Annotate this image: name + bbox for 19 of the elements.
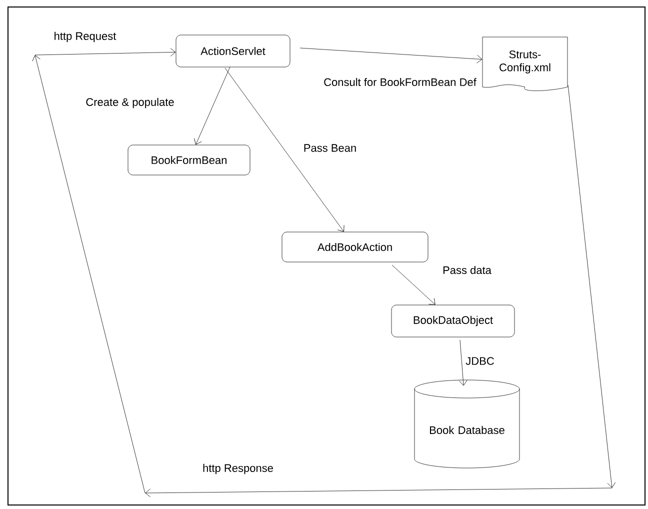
arrow [224, 68, 344, 232]
edge-label: Consult for BookFormBean Def [322, 76, 478, 88]
text-label: http Request [52, 30, 118, 44]
process-box: BookDataObject [391, 304, 515, 338]
arrow [458, 340, 468, 386]
arrow [300, 48, 482, 64]
edge-label: http Response [202, 462, 274, 476]
node-label: Book Database [430, 426, 504, 434]
edge-label: Create & populate [84, 96, 176, 110]
database-cylinder: Book Database [414, 380, 520, 468]
arrow [194, 66, 230, 145]
edge-label: JDBC [464, 356, 496, 366]
process-box: AddBookAction [282, 232, 428, 262]
edge-label: Pass data [442, 264, 492, 276]
process-box: BookFormBean [128, 144, 250, 176]
arrow [32, 48, 616, 498]
edge-label: Pass Bean [302, 143, 358, 153]
arrow [392, 264, 436, 305]
process-box: ActionServlet [176, 34, 290, 68]
